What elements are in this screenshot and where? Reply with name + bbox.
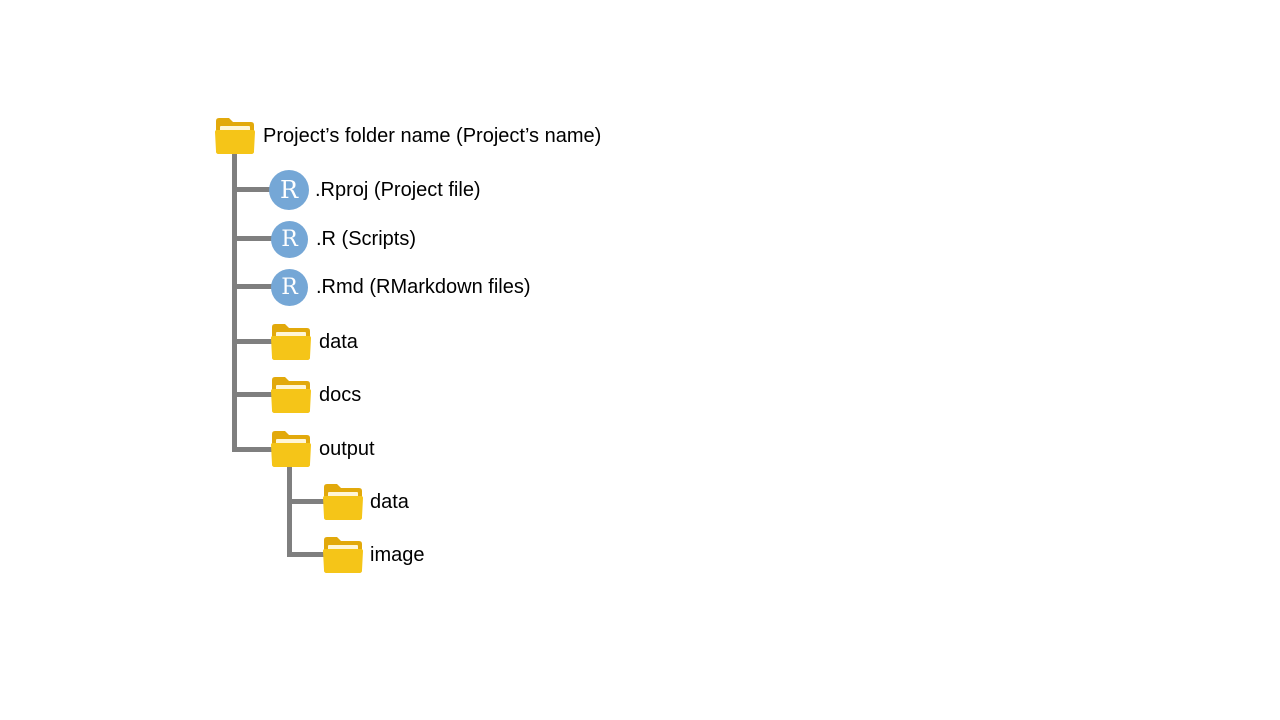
tree-item-rmd[interactable]: R .Rmd (RMarkdown files) — [271, 267, 530, 307]
folder-icon — [322, 483, 364, 521]
branch-output-image — [287, 552, 327, 557]
folder-icon — [214, 117, 256, 155]
folder-icon — [270, 323, 312, 361]
tree-root-label: Project’s folder name (Project’s name) — [263, 125, 602, 147]
r-logo-icon: R — [271, 220, 308, 258]
output-trunk-line — [287, 462, 292, 557]
folder-icon — [270, 430, 312, 468]
tree-item-label: docs — [319, 384, 362, 406]
tree-item-data[interactable]: data — [270, 322, 358, 362]
tree-item-label: .Rproj (Project file) — [315, 179, 481, 201]
tree-item-label: .R (Scripts) — [316, 228, 416, 250]
branch-rmd — [232, 284, 274, 289]
tree-item-r-scripts[interactable]: R .R (Scripts) — [271, 219, 416, 259]
branch-data — [232, 339, 274, 344]
branch-output — [232, 447, 274, 452]
root-trunk-line — [232, 150, 237, 452]
tree-item-docs[interactable]: docs — [270, 375, 361, 415]
branch-rproj — [232, 187, 272, 192]
tree-item-label: .Rmd (RMarkdown files) — [316, 276, 531, 298]
branch-docs — [232, 392, 274, 397]
tree-item-label: image — [370, 544, 425, 566]
folder-icon — [322, 536, 364, 574]
r-logo-icon: R — [269, 170, 309, 210]
tree-item-rproj[interactable]: R .Rproj (Project file) — [269, 170, 481, 210]
tree-item-output-image[interactable]: image — [322, 535, 424, 575]
tree-item-label: data — [319, 331, 358, 353]
tree-item-output-data[interactable]: data — [322, 482, 409, 522]
r-logo-icon: R — [271, 268, 308, 306]
tree-item-label: data — [370, 491, 409, 513]
branch-output-data — [287, 499, 327, 504]
branch-r-scripts — [232, 236, 274, 241]
tree-item-output[interactable]: output — [270, 429, 375, 469]
tree-root[interactable]: Project’s folder name (Project’s name) — [214, 116, 601, 156]
folder-icon — [270, 376, 312, 414]
tree-item-label: output — [319, 438, 375, 460]
